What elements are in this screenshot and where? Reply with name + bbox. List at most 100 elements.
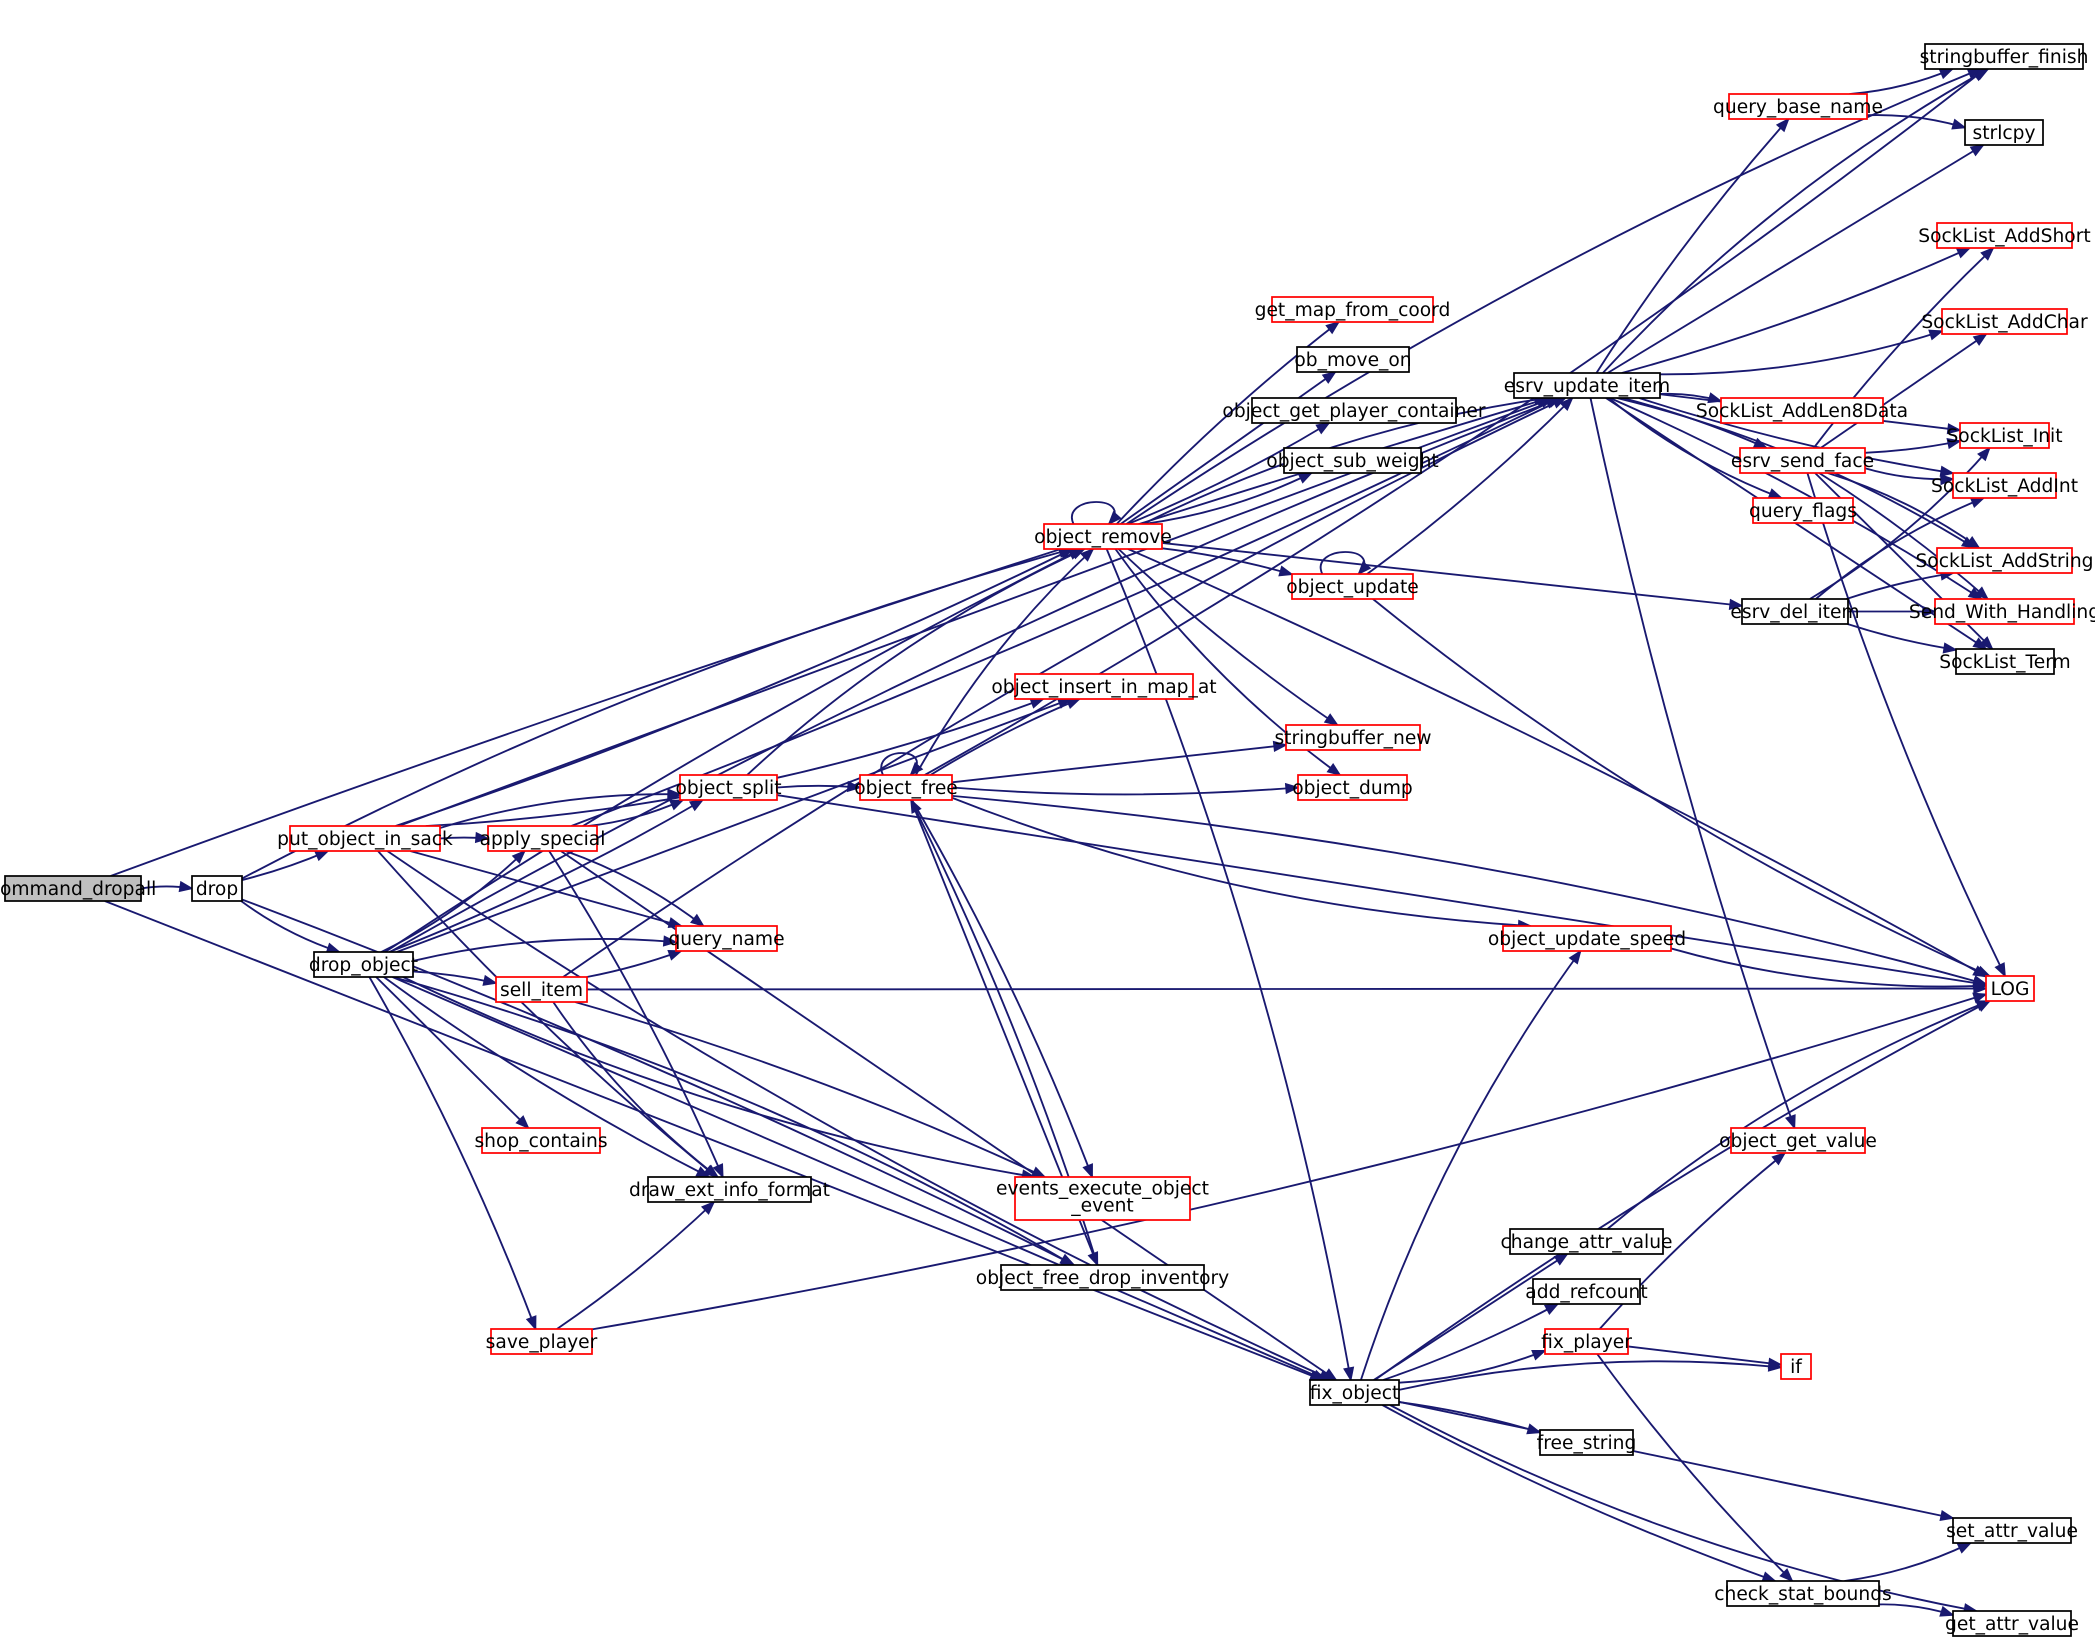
node-free_string[interactable]: free_string [1537,1429,1637,1456]
edge-arrowhead [1969,497,1986,508]
node-LOG[interactable]: LOG [1985,975,2035,1002]
node-command_dropall[interactable]: command_dropall [0,875,156,902]
edge-arrowhead [1977,446,1991,462]
node-drop[interactable]: drop [191,875,243,902]
node-box [1271,296,1434,323]
call-edge-esrv_send_face-to-SockList_Term [1814,472,1994,651]
edge-line [1607,144,1984,374]
node-object_sub_weight[interactable]: object_sub_weight [1266,447,1439,474]
node-label: esrv_send_face [1731,451,1874,472]
node-object_free[interactable]: object_free [854,774,958,801]
node-put_object_in_sack[interactable]: put_object_in_sack [277,825,453,852]
node-Send_With_Handling[interactable]: Send_With_Handling [1909,598,2095,625]
call-edge-esrv_update_item-to-strlcpy [1607,144,1985,374]
node-draw_ext_info_format[interactable]: draw_ext_info_format [629,1176,830,1203]
call-edge-fix_object-to-object_update_speed [1360,949,1582,1381]
node-SockList_AddChar[interactable]: SockList_AddChar [1921,308,2088,335]
node-esrv_send_face[interactable]: esrv_send_face [1731,447,1874,474]
node-get_attr_value[interactable]: get_attr_value [1945,1610,2079,1637]
node-box [1985,975,2035,1002]
call-edge-esrv_send_face-to-LOG [1806,472,2006,978]
node-SockList_Term[interactable]: SockList_Term [1939,648,2071,675]
node-label: get_attr_value [1945,1614,2079,1635]
node-label: fix_object [1310,1383,1400,1404]
node-esrv_update_item[interactable]: esrv_update_item [1504,372,1670,399]
node-get_map_from_coord[interactable]: get_map_from_coord [1255,296,1451,323]
node-box [1955,648,2055,675]
edge-arrowhead [1974,586,1990,601]
node-save_player[interactable]: save_player [486,1328,598,1355]
edge-line [104,900,1324,1381]
call-edge-query_base_name-to-strlcpy [1866,114,1967,130]
node-set_attr_value[interactable]: set_attr_value [1946,1517,2078,1544]
node-esrv_del_item[interactable]: esrv_del_item [1730,598,1860,625]
node-add_refcount[interactable]: add_refcount [1525,1278,1648,1305]
node-query_base_name[interactable]: query_base_name [1713,93,1883,120]
node-SockList_Init[interactable]: SockList_Init [1946,422,2063,449]
call-edge-apply_special-to-draw_ext_info_format [548,850,724,1179]
node-label: Send_With_Handling [1909,602,2095,623]
node-label: object_get_player_container [1222,401,1485,422]
node-strlcpy[interactable]: strlcpy [1964,119,2044,146]
node-SockList_AddString[interactable]: SockList_AddString [1915,547,2094,574]
edge-arrowhead [1942,642,1958,654]
call-edge-object_remove-to-object_sub_weight [1143,472,1314,525]
edge-line [1117,548,1338,726]
edge-arrowhead [1531,1349,1547,1361]
node-sell_item[interactable]: sell_item [495,976,588,1003]
edge-line [565,850,705,927]
node-object_remove[interactable]: object_remove [1034,523,1172,550]
node-box [1952,1517,2072,1544]
node-apply_special[interactable]: apply_special [480,825,606,852]
node-SockList_AddInt[interactable]: SockList_AddInt [1931,472,2078,499]
node-events_execute_object_event[interactable]: events_execute_object_event [996,1176,1209,1221]
node-box [1291,573,1414,600]
node-label: command_dropall [0,879,156,900]
node-box [1513,372,1661,399]
edge-line [1143,472,1312,525]
node-SockList_AddLen8Data[interactable]: SockList_AddLen8Data [1696,397,1908,424]
edge-line [402,976,1035,1178]
node-object_get_value[interactable]: object_get_value [1719,1127,1877,1154]
node-object_update[interactable]: object_update [1286,573,1419,600]
node-shop_contains[interactable]: shop_contains [474,1127,608,1154]
node-label: change_attr_value [1500,1232,1672,1253]
node-label: SockList_AddLen8Data [1696,401,1908,422]
edge-line [395,548,1073,827]
call-edge-esrv_send_face-to-SockList_AddString [1827,472,1981,550]
edge-line [1142,397,1548,525]
edge-line [1596,1353,1793,1582]
call-edge-fix_object-to-fix_player [1398,1349,1547,1384]
node-if[interactable]: if [1780,1353,1812,1380]
node-object_dump[interactable]: object_dump [1292,774,1413,801]
node-label: get_map_from_coord [1255,300,1451,321]
node-object_insert_in_map_at[interactable]: object_insert_in_map_at [991,673,1217,700]
edge-arrowhead [1357,560,1372,576]
node-label: SockList_Init [1946,426,2062,447]
node-stringbuffer_finish[interactable]: stringbuffer_finish [1920,43,2089,70]
node-object_split[interactable]: object_split [675,774,782,801]
edge-arrowhead [667,917,684,929]
node-query_flags[interactable]: query_flags [1749,497,1857,524]
edge-line [1398,1400,1954,1520]
node-stringbuffer_new[interactable]: stringbuffer_new [1274,724,1432,751]
edge-line [1595,118,1790,374]
node-SockList_AddShort[interactable]: SockList_AddShort [1918,222,2091,249]
node-object_free_drop_inventory[interactable]: object_free_drop_inventory [976,1264,1229,1291]
edge-line [392,976,1326,1381]
node-object_get_player_container[interactable]: object_get_player_container [1222,397,1486,424]
edge-arrowhead [704,1164,720,1179]
edge-line [1598,1152,1786,1330]
node-object_update_speed[interactable]: object_update_speed [1488,925,1686,952]
edge-arrowhead [1994,962,2006,978]
node-ob_move_on[interactable]: ob_move_on [1294,346,1412,373]
node-fix_object[interactable]: fix_object [1309,1379,1400,1406]
node-drop_object[interactable]: drop_object [309,951,418,978]
edge-arrowhead [1939,1605,1955,1617]
node-box [191,875,243,902]
node-query_name[interactable]: query_name [668,925,785,952]
node-change_attr_value[interactable]: change_attr_value [1500,1228,1673,1255]
node-fix_player[interactable]: fix_player [1541,1328,1632,1355]
edge-line [388,799,704,953]
node-check_stat_bounds[interactable]: check_stat_bounds [1714,1580,1892,1607]
